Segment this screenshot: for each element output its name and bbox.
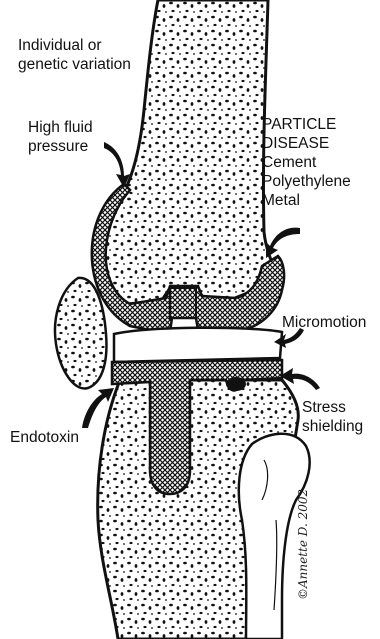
arrow-particle-disease <box>266 228 300 258</box>
label-individual-variation: Individual or genetic variation <box>18 36 131 74</box>
label-stress-shielding: Stress shielding <box>302 398 363 436</box>
label-micromotion: Micromotion <box>282 313 366 332</box>
arrow-high-fluid-pressure <box>104 142 130 188</box>
femoral-peg <box>170 288 196 318</box>
polyethylene-insert <box>114 328 282 362</box>
osteolytic-lesion <box>226 377 246 391</box>
label-endotoxin: Endotoxin <box>10 428 79 447</box>
label-high-fluid-pressure: High fluid pressure <box>28 118 93 156</box>
label-particle-disease: PARTICLE DISEASE Cement Polyethylene Met… <box>262 115 351 210</box>
patella <box>55 278 106 389</box>
artist-signature: ©Annette D. 2002 <box>296 489 310 600</box>
